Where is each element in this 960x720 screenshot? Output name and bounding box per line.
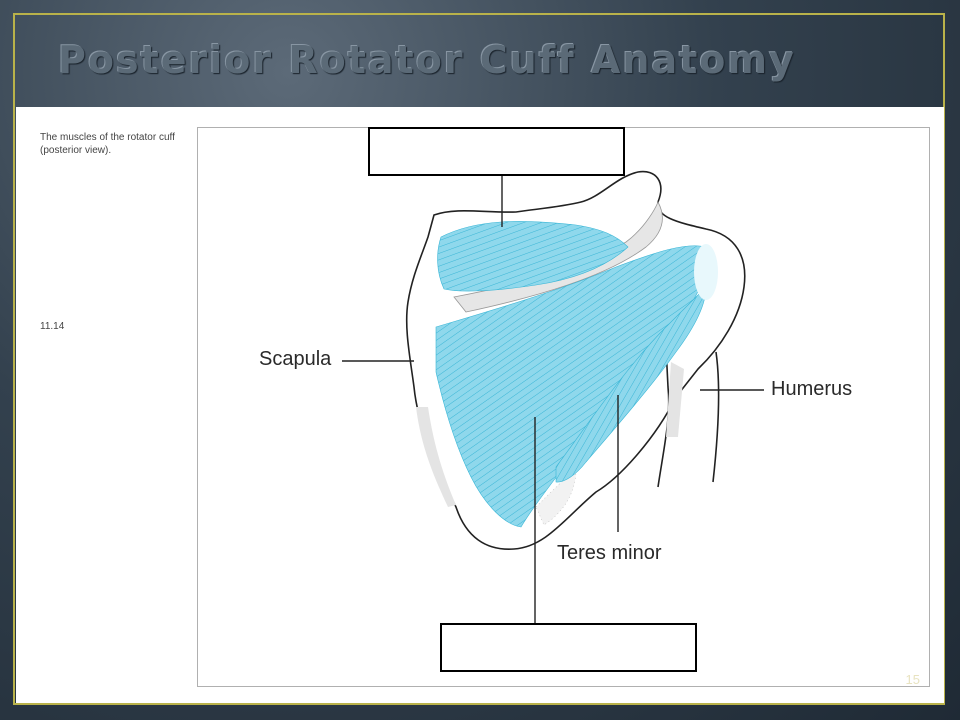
blank-label-top	[368, 127, 625, 176]
teres-minor-muscle	[555, 286, 707, 483]
supraspinatus-muscle	[437, 221, 629, 292]
rotator-cuff-illustration	[342, 170, 764, 625]
scapula-label: Scapula	[259, 348, 332, 370]
humerus-label: Humerus	[771, 378, 853, 400]
blank-label-bottom	[440, 623, 697, 672]
slide-content: The muscles of the rotator cuff (posteri…	[16, 107, 944, 703]
slide-title: Posterior Rotator Cuff Anatomy	[58, 38, 796, 82]
figure-caption: The muscles of the rotator cuff (posteri…	[40, 132, 175, 156]
page-number: 15	[905, 672, 920, 687]
slide-frame	[13, 13, 945, 705]
figure-number: 11.14	[40, 321, 65, 332]
teres-minor-label: Teres minor	[557, 542, 662, 564]
